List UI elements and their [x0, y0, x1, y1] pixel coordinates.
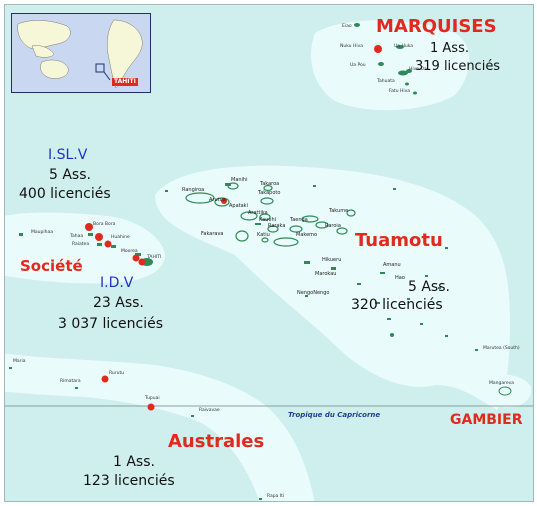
australes-zone [5, 353, 315, 501]
marutea-islet [475, 349, 478, 351]
label-bora-bora: Bora Bora [93, 222, 116, 227]
islv-licences: 400 licenciés [19, 186, 111, 202]
label-mangareva: Mangareva [489, 381, 515, 386]
inset-highlight-box [95, 63, 105, 73]
idv-title: I.D.V [100, 275, 134, 291]
rurutu-dot [101, 375, 109, 383]
idv-licences: 3 037 licenciés [58, 316, 163, 332]
label-eiao: Eiao [342, 24, 352, 29]
tuamotu-red-dot [221, 198, 227, 204]
label-tahiti: TAHITI [147, 255, 162, 260]
label-takaroa: Takaroa [260, 181, 280, 187]
label-hikueru: Hikueru [322, 257, 342, 263]
label-manihi: Manihi [231, 177, 248, 183]
label-rimatara: Rimatara [60, 379, 81, 384]
label-tahaa: Tahaa [70, 234, 84, 239]
label-nengonengo: NengoNengo [297, 290, 330, 296]
hao-dot [390, 333, 394, 337]
label-fakarava: Fakarava [201, 231, 224, 237]
label-ua-huka: Ua Huka [394, 44, 414, 49]
islv-title: I.SL.V [48, 147, 88, 163]
label-nuku-hiva: Nuku Hiva [340, 44, 364, 49]
label-moorea: Moorea [121, 249, 138, 254]
label-marokau: Marokau [315, 271, 337, 277]
label-tupuai: Tupuai [145, 396, 160, 401]
label-rurutu: Rurutu [109, 371, 125, 376]
inset-land-asia [31, 45, 55, 58]
inset-land-australia [40, 59, 69, 79]
societe-title: Société [20, 257, 83, 275]
inset-label: TAHITI [112, 78, 138, 86]
marquises-zone [311, 20, 470, 111]
tuamotu-assoc: 5 Ass. [408, 279, 450, 295]
marquises-title: MARQUISES [376, 16, 497, 37]
map-graphic [5, 20, 533, 501]
world-inset: TAHITI [11, 13, 151, 93]
marquises-assoc: 1 Ass. [430, 41, 469, 56]
tuamotu-small-islets [165, 183, 448, 337]
societe-zone [5, 212, 165, 284]
gambier-islands [498, 386, 512, 396]
societe-red-dots [85, 223, 146, 266]
gambier-zone [481, 374, 532, 408]
islv-assoc: 5 Ass. [49, 167, 91, 183]
label-fatu-hiva: Fatu Hiva [389, 89, 411, 94]
idv-assoc: 23 Ass. [93, 295, 144, 311]
marquises-islands [354, 23, 417, 95]
label-rangiroa: Rangiroa [182, 187, 205, 193]
australes-assoc: 1 Ass. [113, 454, 155, 470]
label-rapa-iti: Rapa Iti [267, 494, 285, 499]
australes-title: Australes [168, 431, 265, 452]
label-arattika: Arattika [248, 210, 268, 216]
marquises-red-dot [374, 45, 382, 53]
label-raraka: Raraka [268, 223, 286, 229]
label-raivavae: Raivavae [199, 408, 220, 413]
label-marutea-south: Marutea (South) [483, 346, 520, 351]
tupuai-dot [147, 403, 155, 411]
marquises-licences: 319 licenciés [415, 59, 501, 74]
tuamotu-zone [155, 165, 510, 410]
map-frame: TAHITI MARQUISES 1 Ass. 319 licenciés I.… [4, 4, 534, 502]
label-maupihaa: Maupihaa [31, 230, 53, 235]
label-kauehi: Kauehi [259, 217, 277, 223]
tuamotu-atolls [185, 182, 356, 247]
label-hiva-oa: Hiva Oa [409, 67, 427, 72]
label-amanu: Amanu [383, 262, 401, 268]
tuamotu-title: Tuamotu [355, 230, 443, 251]
label-hao: Hao [395, 275, 405, 281]
label-makemo: Makemo [296, 232, 318, 238]
label-taenga: Taenga [290, 217, 308, 223]
label-huahine: Huahine [111, 235, 130, 240]
label-tahuata: Tahuata [377, 79, 395, 84]
tropic-label: Tropique du Capricorne [288, 411, 381, 419]
inset-land-north [17, 20, 71, 49]
label-takume: Takume [329, 208, 349, 214]
label-arutua: Arutua [209, 197, 226, 203]
label-apataki: Apataki [229, 203, 248, 209]
australes-licences: 123 licenciés [83, 473, 175, 489]
australes-islands [9, 367, 262, 500]
label-maria: Maria [13, 359, 26, 364]
tuamotu-licences: 320 licenciés [351, 297, 443, 313]
label-raroia: Raroia [325, 223, 341, 229]
label-ua-pou: Ua Pou [350, 63, 366, 68]
gambier-title: GAMBIER [450, 412, 523, 428]
label-katiu: Katiu [257, 232, 270, 238]
label-takapoto: Takapoto [258, 190, 281, 196]
label-raiatea: Raiatea [72, 242, 90, 247]
inset-pointer [103, 71, 111, 81]
